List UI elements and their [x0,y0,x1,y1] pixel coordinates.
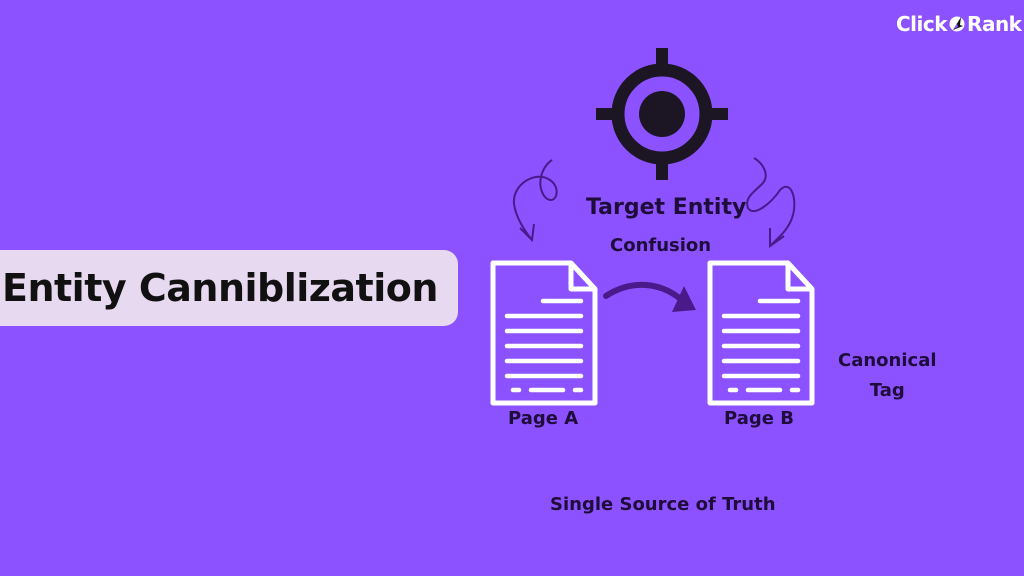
page-b-label: Page B [724,408,794,429]
canonical-label-line2: Tag [869,380,905,401]
confusion-label: Confusion [610,235,712,256]
crosshair-target-icon [596,48,728,180]
logo-text-click: Click [896,12,948,36]
loop-arrow-left-icon [512,159,558,243]
page-a-document-icon [490,260,598,406]
page-b-document-icon [707,260,815,406]
canonical-tag-label: Canonical Tag [838,346,937,406]
curved-arrow-icon [603,281,696,312]
rocket-pointer-icon [949,16,965,32]
loop-arrow-right-icon [746,157,796,248]
canonical-label-line1: Canonical [838,350,937,371]
clickrank-logo: Click Rank [896,12,1022,36]
page-title: Entity Canniblization [2,266,438,310]
page-a-label: Page A [508,408,579,429]
title-banner: Entity Canniblization [0,250,458,326]
target-entity-label: Target Entity [586,195,747,220]
single-source-of-truth-label: Single Source of Truth [550,494,776,515]
logo-text-rank: Rank [967,12,1022,36]
